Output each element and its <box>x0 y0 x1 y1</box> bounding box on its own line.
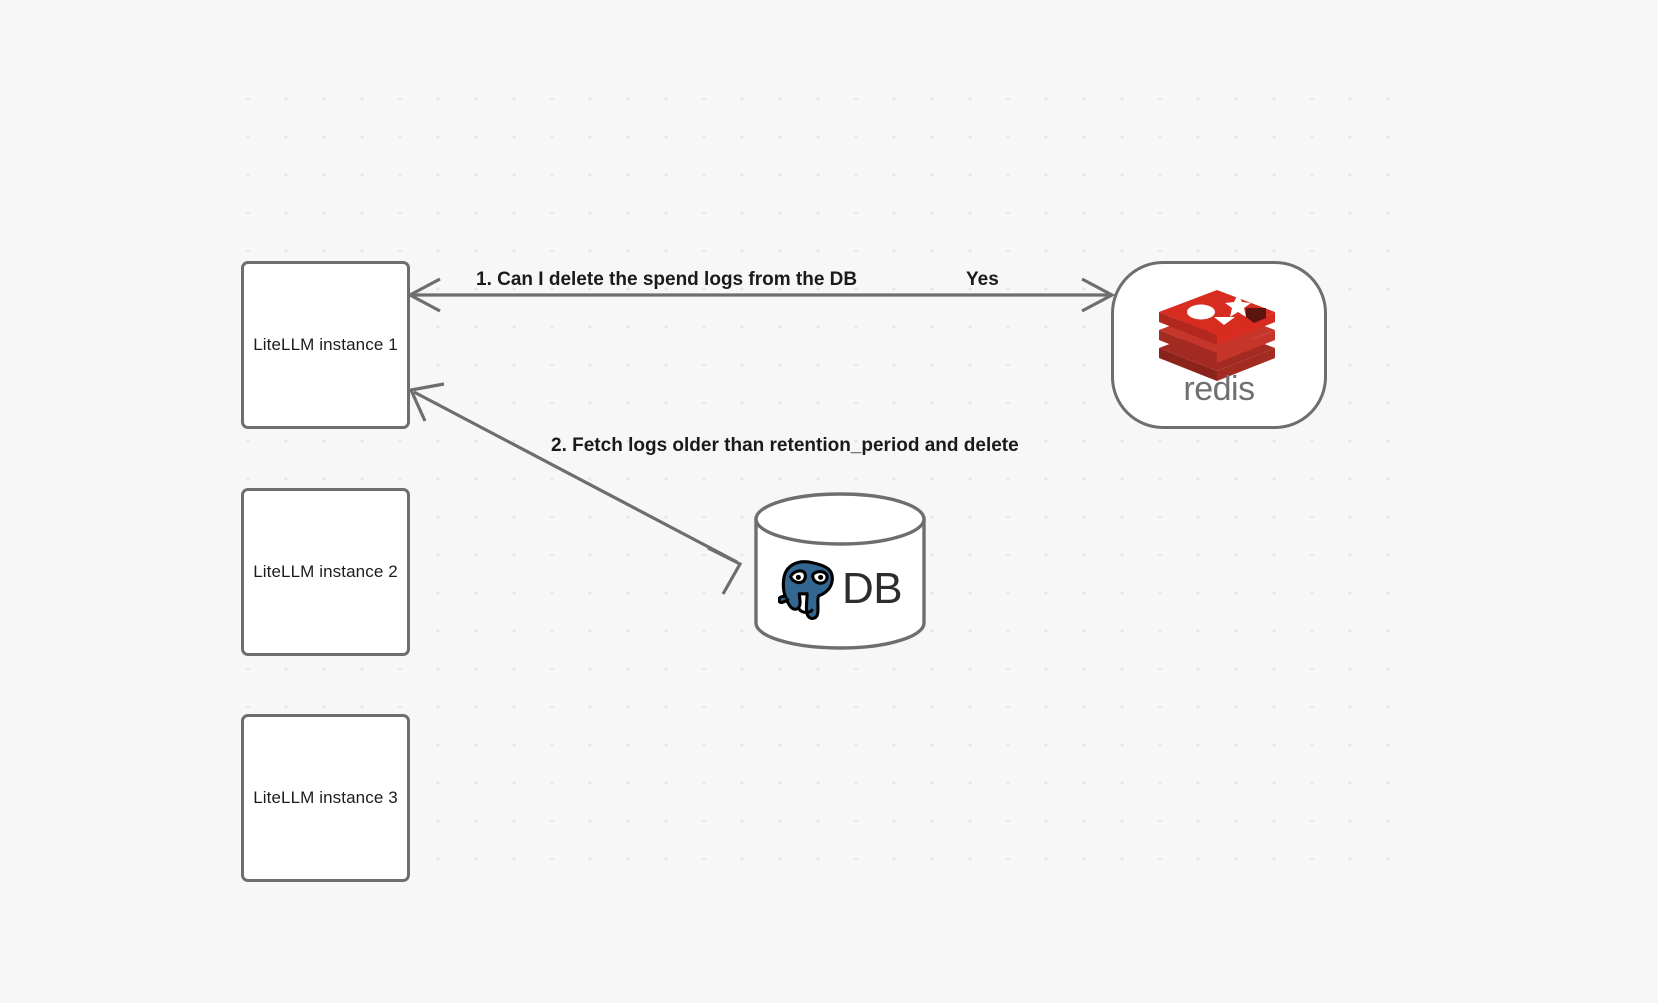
node-label: LiteLLM instance 1 <box>253 334 398 354</box>
node-label: LiteLLM instance 3 <box>253 787 398 807</box>
node-redis[interactable]: redis <box>1111 261 1327 429</box>
node-litellm-instance-3[interactable]: LiteLLM instance 3 <box>241 714 410 882</box>
edge-litellm1-db <box>408 382 743 595</box>
redis-logo-icon: redis <box>1159 290 1275 404</box>
database-logo-row: DB <box>753 546 927 632</box>
node-litellm-instance-2[interactable]: LiteLLM instance 2 <box>241 488 410 656</box>
edge-label-step-1-answer: Yes <box>966 269 999 290</box>
postgresql-elephant-icon <box>777 560 834 620</box>
node-label: LiteLLM instance 2 <box>253 561 398 581</box>
node-litellm-instance-1[interactable]: LiteLLM instance 1 <box>241 261 410 429</box>
cylinder-shape <box>754 492 926 650</box>
node-database[interactable]: DB <box>753 492 927 650</box>
edge-label-step-1: 1. Can I delete the spend logs from the … <box>476 269 858 290</box>
edge-label-step-2: 2. Fetch logs older than retention_perio… <box>551 435 1019 456</box>
database-label: DB <box>841 564 903 613</box>
redis-wordmark: redis <box>1183 370 1254 404</box>
